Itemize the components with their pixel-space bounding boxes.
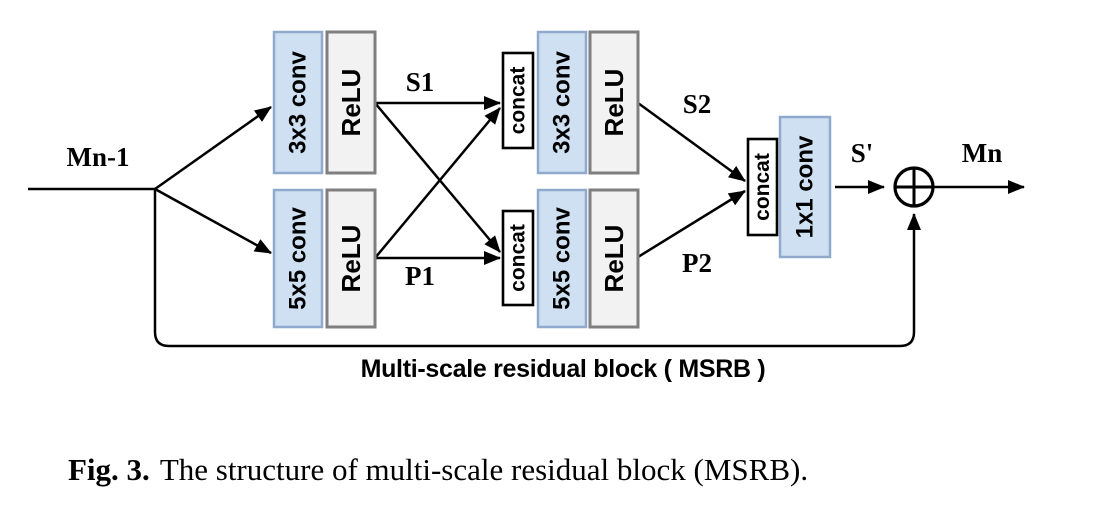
concat-block-3 bbox=[746, 137, 779, 237]
msrb-group-label: Multi-scale residual block ( MSRB ) bbox=[361, 355, 766, 383]
s2-label: S2 bbox=[683, 89, 712, 119]
caption-text: The structure of multi-scale residual bl… bbox=[159, 452, 809, 487]
concat-label-3: concat bbox=[751, 153, 774, 221]
conv1x1-label: 1x1 conv bbox=[792, 135, 819, 238]
p1-label: P1 bbox=[405, 261, 435, 291]
p2-label: P2 bbox=[682, 248, 712, 278]
conv5x5-label-2: 5x5 conv bbox=[549, 206, 576, 309]
concat-label-2: concat bbox=[507, 224, 530, 292]
concat-block-2 bbox=[501, 209, 535, 307]
relu-block-2 bbox=[325, 188, 377, 329]
relu-block-3 bbox=[588, 30, 640, 175]
add-plus-icon bbox=[895, 168, 933, 206]
relu-label-3: ReLU bbox=[599, 69, 629, 137]
msrb-diagram: 3x3 conv ReLU 5x5 conv ReLU concat conca… bbox=[28, 30, 1025, 383]
p1-cross-wire bbox=[374, 107, 501, 259]
s1-cross-wire bbox=[374, 102, 501, 253]
conv3x3-block-2 bbox=[536, 30, 588, 175]
relu-label-1: ReLU bbox=[336, 69, 366, 137]
s-prime-label: S' bbox=[851, 138, 874, 168]
input-label: Mn-1 bbox=[67, 142, 130, 172]
s2-wire bbox=[637, 101, 746, 183]
split-to-3x3-arrow bbox=[154, 105, 272, 191]
relu-label-4: ReLU bbox=[599, 225, 629, 293]
concat-block-1 bbox=[501, 51, 535, 150]
relu-block-4 bbox=[588, 188, 640, 329]
p2-wire bbox=[637, 189, 746, 259]
conv3x3-label-1: 3x3 conv bbox=[285, 50, 312, 153]
residual-skip-wire bbox=[153, 189, 921, 348]
conv5x5-label-1: 5x5 conv bbox=[285, 206, 312, 309]
relu-label-2: ReLU bbox=[336, 225, 366, 293]
conv3x3-label-2: 3x3 conv bbox=[549, 50, 576, 153]
s1-label: S1 bbox=[406, 67, 435, 97]
output-label: Mn bbox=[962, 138, 1003, 168]
conv1x1-block bbox=[778, 115, 832, 259]
conv5x5-block-1 bbox=[272, 188, 324, 329]
relu-block-1 bbox=[325, 30, 377, 175]
figure-caption: Fig. 3. The structure of multi-scale resi… bbox=[68, 452, 1078, 488]
concat-label-1: concat bbox=[507, 67, 530, 135]
conv5x5-block-2 bbox=[536, 188, 588, 329]
split-to-5x5-arrow bbox=[154, 187, 272, 255]
caption-number: Fig. 3. bbox=[68, 452, 150, 487]
conv3x3-block-1 bbox=[272, 30, 324, 175]
